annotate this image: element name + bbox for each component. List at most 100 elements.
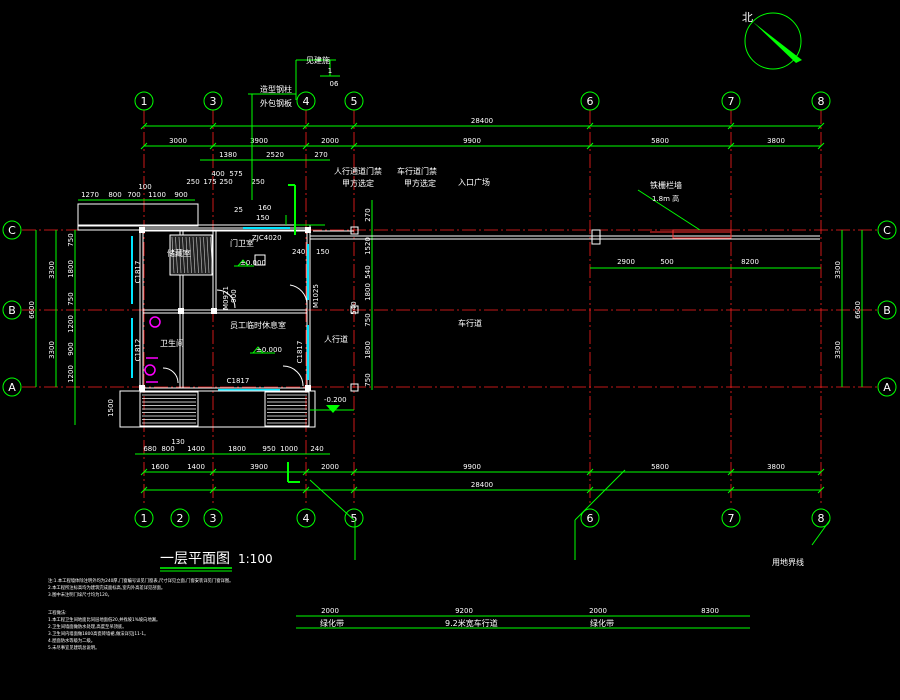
svg-text:680: 680 xyxy=(143,445,156,453)
svg-text:28400: 28400 xyxy=(471,481,493,489)
svg-text:2000: 2000 xyxy=(321,607,339,615)
svg-text:5.未尽事宜见建筑总说明。: 5.未尽事宜见建筑总说明。 xyxy=(48,644,99,651)
svg-text:C1817: C1817 xyxy=(227,377,250,385)
gate-dimensions: 270 1520 540 1800 540 750 1800 750 2900 … xyxy=(350,200,821,390)
svg-text:900: 900 xyxy=(174,191,187,199)
svg-text:270: 270 xyxy=(364,208,372,221)
svg-text:6600: 6600 xyxy=(28,301,36,319)
right-dimensions: 3300 3300 6600 xyxy=(834,230,863,387)
svg-text:1800: 1800 xyxy=(228,445,246,453)
svg-text:1100: 1100 xyxy=(148,191,166,199)
svg-text:1500: 1500 xyxy=(107,399,115,417)
svg-text:750: 750 xyxy=(67,292,75,305)
svg-text:5800: 5800 xyxy=(651,463,669,471)
svg-text:3.图中未注明门垛尺寸均为120。: 3.图中未注明门垛尺寸均为120。 xyxy=(48,591,112,598)
grid-top-8: 8 xyxy=(818,95,825,108)
svg-text:28400: 28400 xyxy=(471,117,493,125)
grid-top-1: 1 xyxy=(141,95,148,108)
svg-text:2000: 2000 xyxy=(321,137,339,145)
svg-text:C: C xyxy=(883,224,891,237)
svg-text:3800: 3800 xyxy=(767,137,785,145)
svg-text:1800: 1800 xyxy=(364,283,372,301)
svg-text:540: 540 xyxy=(350,301,358,314)
svg-text:270: 270 xyxy=(314,151,327,159)
svg-text:5800: 5800 xyxy=(651,137,669,145)
room-staff: 员工临时休息室 xyxy=(230,320,286,330)
svg-text:入口广场: 入口广场 xyxy=(458,177,490,187)
svg-text:3800: 3800 xyxy=(767,463,785,471)
svg-text:8300: 8300 xyxy=(701,607,719,615)
svg-text:3300: 3300 xyxy=(834,341,842,359)
svg-text:700: 700 xyxy=(127,191,140,199)
svg-text:3: 3 xyxy=(210,512,217,525)
fence-line xyxy=(310,229,820,245)
svg-text:8: 8 xyxy=(818,512,825,525)
north-label: 北 xyxy=(742,11,753,24)
building-walls xyxy=(77,203,359,392)
svg-text:800: 800 xyxy=(161,445,174,453)
svg-text:C1812: C1812 xyxy=(134,339,142,362)
svg-text:250: 250 xyxy=(219,178,232,186)
svg-text:130: 130 xyxy=(171,438,184,446)
svg-text:造型钢柱: 造型钢柱 xyxy=(260,84,292,94)
svg-text:绿化带: 绿化带 xyxy=(590,618,614,628)
svg-text:C1817: C1817 xyxy=(296,341,304,364)
svg-text:3000: 3000 xyxy=(169,137,187,145)
svg-text:540: 540 xyxy=(364,265,372,278)
svg-text:1800: 1800 xyxy=(364,341,372,359)
top-dimensions: 28400 3000 3900 2000 9900 5800 3800 1380… xyxy=(78,117,825,494)
svg-text:1520: 1520 xyxy=(364,237,372,255)
svg-text:5: 5 xyxy=(351,512,358,525)
svg-text:150: 150 xyxy=(316,248,329,256)
annotations: 见建施 1 06 造型钢柱 外包钢板 人行通道门禁 车行道门禁 甲方选定 甲方选… xyxy=(134,55,804,567)
svg-text:1.本工程卫生间地面比同层地面低20,并找坡1%坡向地漏。: 1.本工程卫生间地面比同层地面低20,并找坡1%坡向地漏。 xyxy=(48,616,160,623)
svg-text:M1025: M1025 xyxy=(312,284,320,308)
svg-text:ZJC4020: ZJC4020 xyxy=(252,234,282,242)
north-arrow: 北 xyxy=(742,11,802,70)
svg-text:160: 160 xyxy=(258,204,271,212)
svg-text:100: 100 xyxy=(138,183,151,191)
svg-text:1400: 1400 xyxy=(187,445,205,453)
svg-text:工程做法:: 工程做法: xyxy=(48,609,67,616)
svg-text:250: 250 xyxy=(251,178,264,186)
svg-text:2000: 2000 xyxy=(321,463,339,471)
svg-text:人行道: 人行道 xyxy=(324,334,348,344)
svg-text:7: 7 xyxy=(728,512,735,525)
plan-title: 一层平面图 1:100 xyxy=(160,551,273,572)
svg-text:用地界线: 用地界线 xyxy=(772,557,804,567)
svg-text:1: 1 xyxy=(328,67,332,75)
svg-text:2000: 2000 xyxy=(589,607,607,615)
road-section: 2000 9200 2000 8300 绿化带 9.2米宽车行道 绿化带 xyxy=(296,607,750,629)
svg-text:4: 4 xyxy=(303,512,310,525)
svg-text:车行道门禁: 车行道门禁 xyxy=(397,166,437,176)
svg-text:800: 800 xyxy=(108,191,121,199)
svg-text:甲方选定: 甲方选定 xyxy=(342,178,374,188)
svg-text:25: 25 xyxy=(234,206,243,214)
svg-text:900: 900 xyxy=(230,289,238,302)
svg-text:900: 900 xyxy=(67,342,75,355)
svg-text:A: A xyxy=(883,381,891,394)
svg-text:1200: 1200 xyxy=(67,315,75,333)
grid-bubbles-top: 1 3 4 5 6 7 8 xyxy=(134,91,831,111)
svg-text:750: 750 xyxy=(67,233,75,246)
svg-text:1000: 1000 xyxy=(280,445,298,453)
svg-text:9.2米宽车行道: 9.2米宽车行道 xyxy=(445,618,498,628)
svg-text:2520: 2520 xyxy=(266,151,284,159)
svg-text:150: 150 xyxy=(256,214,269,222)
grid-bubbles-right: C B A xyxy=(877,220,897,397)
grid-top-7: 7 xyxy=(728,95,735,108)
svg-text:铁栅栏墙: 铁栅栏墙 xyxy=(650,180,682,190)
svg-text:9900: 9900 xyxy=(463,137,481,145)
svg-text:2.本工程所注标高均为建筑完成面标高,室内外高差详见剖面。: 2.本工程所注标高均为建筑完成面标高,室内外高差详见剖面。 xyxy=(48,584,165,591)
svg-text:400: 400 xyxy=(211,170,224,178)
svg-text:1270: 1270 xyxy=(81,191,99,199)
svg-text:外包钢板: 外包钢板 xyxy=(260,98,292,108)
svg-text:8200: 8200 xyxy=(741,258,759,266)
svg-text:1200: 1200 xyxy=(67,365,75,383)
svg-text:C: C xyxy=(8,224,16,237)
svg-text:注:1.本工程墙体除注明外均为240厚,门窗编号详见门窗表,: 注:1.本工程墙体除注明外均为240厚,门窗编号详见门窗表,尺寸详见立面,门窗安… xyxy=(48,577,233,584)
grid-top-5: 5 xyxy=(351,95,358,108)
svg-text:500: 500 xyxy=(660,258,673,266)
svg-text:±0.000: ±0.000 xyxy=(256,346,282,354)
svg-text:1380: 1380 xyxy=(219,151,237,159)
